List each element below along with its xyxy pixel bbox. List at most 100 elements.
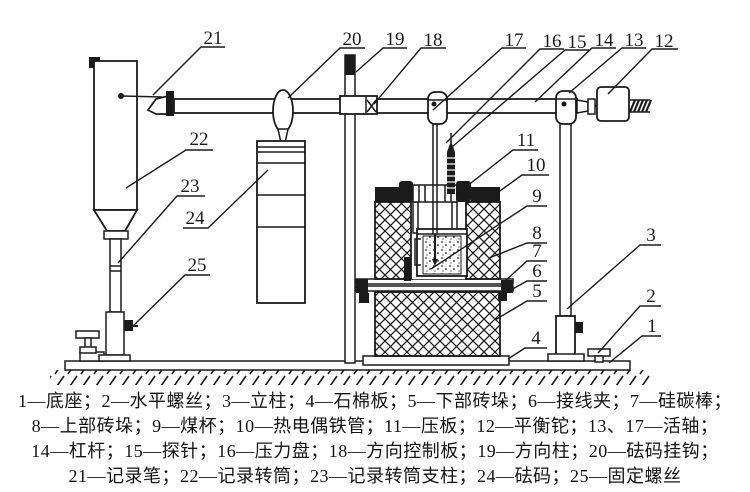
terminal-clamp-right <box>501 280 513 293</box>
lever-end-cap <box>587 98 596 115</box>
lower-brick-stack <box>374 291 501 357</box>
leader-24 <box>183 169 269 229</box>
leader-2 <box>597 305 661 354</box>
recording-drum <box>93 60 138 211</box>
leader-17 <box>432 47 526 111</box>
recording-drum-assembly <box>89 57 139 362</box>
figure-legend: 1—底座；2—水平螺丝；3—立柱；4—石棉板；5—下部砖垛；6—接线夹；7—硅碳… <box>0 389 750 489</box>
callout-20: 20 <box>343 29 362 50</box>
lever-neck <box>576 99 589 114</box>
furnace-top-seal-left <box>399 181 413 202</box>
leader-9 <box>430 205 547 270</box>
terminal-clamp-left <box>356 279 368 293</box>
upright-column <box>547 119 585 362</box>
callout-8: 8 <box>532 223 542 244</box>
leader-14 <box>534 47 616 103</box>
recording-pen <box>118 91 174 116</box>
callout-19: 19 <box>386 29 405 50</box>
upper-brick-stack-right <box>465 201 501 280</box>
legend-line-3: 14—杠杆；15—探针；16—压力盘；18—方向控制板；19—方向柱；20—砝码… <box>31 441 719 461</box>
cup-support-bar <box>404 257 411 281</box>
pressure-disc-stem <box>432 123 438 266</box>
callout-4: 4 <box>531 328 541 349</box>
ground-hatching <box>50 370 650 385</box>
weight-hanger <box>256 89 306 304</box>
leader-21 <box>152 46 225 96</box>
furnace-top-band-right <box>471 187 500 202</box>
screw-stem <box>594 355 604 363</box>
drum-support-column-upper <box>109 238 122 313</box>
callout-6: 6 <box>532 261 542 282</box>
callout-3: 3 <box>646 225 656 246</box>
fixing-screw <box>124 320 133 331</box>
upright-column-rod <box>559 119 572 317</box>
leader-5 <box>494 300 547 321</box>
weight <box>256 140 306 304</box>
leader-19 <box>355 47 407 73</box>
silicon-carbide-rod-lower <box>355 285 514 292</box>
column-clamp-knob <box>575 322 583 333</box>
leader-3 <box>566 244 661 310</box>
callout-1: 1 <box>647 316 657 337</box>
callout-21: 21 <box>204 28 223 49</box>
leader-6 <box>508 280 547 292</box>
callout-15: 15 <box>568 32 587 53</box>
terminal-clamp-right-hook <box>498 293 507 301</box>
leader-18 <box>373 47 446 105</box>
drum-support-column-lower <box>105 311 125 356</box>
legend-line-1: 1—底座；2—水平螺丝；3—立柱；4—石棉板；5—下部砖垛；6—接线夹；7—硅碳… <box>18 391 732 411</box>
drum-collar <box>103 230 129 240</box>
callout-22: 22 <box>190 129 209 150</box>
pivot-shaft-left <box>427 91 448 125</box>
callout-23: 23 <box>181 176 200 197</box>
leader-10 <box>496 174 549 194</box>
callout-10: 10 <box>527 155 546 176</box>
callout-17: 17 <box>505 30 524 51</box>
leader-12 <box>607 48 678 95</box>
callout-12: 12 <box>655 31 674 52</box>
pen-clamp <box>166 91 174 116</box>
drum-support-foot <box>98 354 131 362</box>
pivot-pin <box>561 101 567 107</box>
leader-7 <box>504 260 547 282</box>
balance-weight-assembly <box>576 86 653 122</box>
legend-line-4: 21—记录笔；22—记录转筒；23—记录转筒支柱；24—砝码；25—固定螺丝 <box>68 466 682 486</box>
terminal-clamp-left-hook <box>359 293 369 303</box>
cup-bracket <box>414 238 421 266</box>
probe-needle <box>447 133 455 194</box>
leader-4 <box>507 347 547 360</box>
pen-body <box>146 94 169 115</box>
pivot-pin <box>431 101 437 107</box>
direction-column-tip <box>345 55 355 75</box>
leader-25 <box>132 274 210 327</box>
callout-2: 2 <box>646 286 656 307</box>
leader-15 <box>451 49 589 148</box>
pen-arm <box>120 95 163 98</box>
callout-16: 16 <box>543 31 562 52</box>
direction-control-board <box>339 95 378 115</box>
screw-washer <box>79 346 97 354</box>
callout-24: 24 <box>186 208 206 229</box>
upright-column-foot <box>547 353 585 362</box>
pivot-shaft-right <box>555 90 577 125</box>
asbestos-board <box>362 355 510 366</box>
leader-22 <box>125 149 213 189</box>
direction-column <box>344 54 356 364</box>
leader-16 <box>445 48 564 144</box>
furnace-assembly <box>355 123 514 366</box>
leader-23 <box>117 195 205 264</box>
furnace-top-band-left <box>375 187 400 202</box>
callout-13: 13 <box>625 30 644 51</box>
callout-11: 11 <box>517 130 535 151</box>
screw-cap <box>75 330 100 339</box>
pen-tip <box>118 93 124 99</box>
callout-9: 9 <box>532 186 542 207</box>
leader-8 <box>488 242 547 259</box>
leader-20 <box>287 47 365 99</box>
leader-11 <box>456 149 538 195</box>
upright-column-base <box>555 315 576 356</box>
callout-14: 14 <box>595 30 615 51</box>
apparatus-diagram: 2120191817161514131222232425111098765432… <box>50 28 678 385</box>
